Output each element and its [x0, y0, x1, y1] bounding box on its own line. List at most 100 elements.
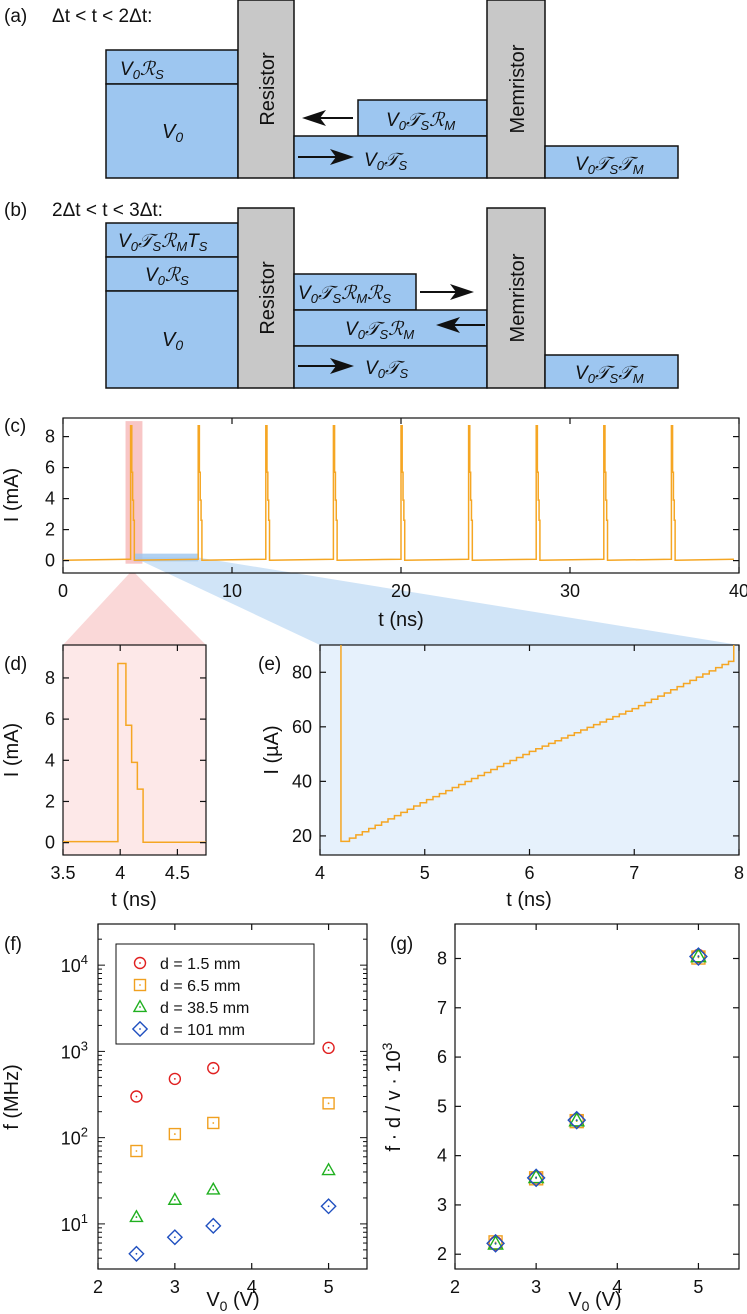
y-tick-label: 8 [45, 427, 55, 447]
block-b-v0tsrmrs-label: V0𝒯SℛMℛS [298, 283, 391, 306]
data-point [166, 1229, 183, 1246]
block-a-v0tstm [544, 145, 679, 179]
x-tick-label: 5 [324, 1277, 334, 1297]
arrow-right-icon [420, 284, 474, 300]
data-point [167, 1192, 183, 1205]
chart-f-legend: d = 1.5 mmd = 6.5 mmd = 38.5 mmd = 101 m… [115, 943, 315, 1045]
y-tick-label: 2 [45, 791, 55, 811]
block-b-v0tstm [544, 354, 679, 389]
chart-g-ylabel: f · d / v · 103 [379, 1042, 405, 1151]
chart-f-ylabel: f (MHz) [1, 1064, 23, 1130]
panel-a-label: (a) [4, 6, 27, 27]
x-tick-label: 5 [420, 863, 430, 883]
memristor-b-label: Memristor [507, 253, 529, 342]
zoom-region-blue [133, 557, 740, 645]
x-tick-label: 4 [247, 1277, 257, 1297]
legend-marker [132, 999, 148, 1013]
y-tick-label: 7 [437, 998, 447, 1018]
x-tick-label: 4 [115, 863, 125, 883]
legend-label: d = 1.5 mm [160, 956, 240, 973]
panel-b-condition: 2Δt < t < 3Δt: [52, 200, 163, 221]
x-tick-label: 7 [629, 863, 639, 883]
chart-d-xlabel: t (ns) [111, 889, 157, 911]
panel-b: (b) 2Δt < t < 3Δt: Resistor Memristor V0… [4, 200, 679, 389]
y-tick-label: 0 [45, 833, 55, 853]
y-tick-label: 2 [437, 1244, 447, 1264]
y-tick-label: 4 [45, 750, 55, 770]
legend-label: d = 38.5 mm [160, 1000, 249, 1017]
data-point [688, 947, 708, 966]
arrow-left-icon [436, 317, 485, 333]
y-tick-label: 6 [437, 1047, 447, 1067]
x-tick-label: 3 [170, 1277, 180, 1297]
y-tick-label: 5 [437, 1096, 447, 1116]
memristor-b [486, 207, 546, 389]
block-b-v0tsrmrs [293, 273, 417, 311]
legend-marker [133, 978, 147, 992]
data-point [207, 1116, 220, 1130]
data-point [168, 1127, 182, 1141]
chart-c-xlabel: t (ns) [378, 609, 424, 631]
ramp-trace [340, 645, 735, 843]
data-point [130, 1144, 143, 1158]
y-tick-label: 60 [292, 717, 312, 737]
chart-g-xlabel: V0 (V) [568, 1289, 621, 1314]
data-point [205, 1217, 222, 1234]
block-a-v0tsrm-label: V0𝒯SℛM [386, 110, 455, 133]
current-trace [62, 425, 734, 562]
x-tick-label: 6 [524, 863, 534, 883]
data-point [320, 1198, 337, 1215]
x-tick-label: 30 [560, 581, 580, 601]
data-point [168, 1072, 182, 1086]
data-point [486, 1233, 506, 1253]
y-tick-label: 80 [292, 662, 312, 682]
highlight-red [125, 421, 143, 564]
arrow-right-icon [298, 149, 354, 165]
arrow-right-icon [298, 358, 354, 374]
panel-a-condition: Δt < t < 2Δt: [52, 6, 152, 27]
x-tick-label: 4.5 [165, 863, 190, 883]
x-tick-label: 2 [450, 1277, 460, 1297]
y-tick-label: 20 [292, 826, 312, 846]
x-tick-label: 8 [734, 863, 744, 883]
y-tick-label: 3 [437, 1195, 447, 1215]
chart-d-ylabel: I (mA) [1, 723, 23, 777]
y-tick-label: 2 [45, 520, 55, 540]
legend-label: d = 101 mm [160, 1022, 245, 1039]
data-point [322, 1041, 335, 1055]
y-tick-label: 103 [61, 1038, 88, 1062]
chart-e-ylabel: I (µA) [261, 725, 283, 774]
y-tick-label: 6 [45, 709, 55, 729]
chart-g-points [486, 947, 708, 1253]
y-tick-label: 8 [45, 668, 55, 688]
block-b-v0 [105, 290, 239, 389]
chart-d-background [63, 645, 206, 855]
y-tick-label: 0 [45, 551, 55, 571]
block-a-v0rs-label: V0ℛS [120, 59, 164, 82]
y-tick-label: 40 [292, 771, 312, 791]
x-tick-label: 5 [693, 1277, 703, 1297]
panel-f-label: (f) [4, 934, 22, 955]
chart-g-frame [454, 923, 740, 1270]
x-tick-label: 3 [531, 1277, 541, 1297]
x-tick-label: 0 [58, 581, 68, 601]
panel-b-label: (b) [4, 200, 27, 221]
block-a-v0rs [105, 49, 239, 85]
y-tick-label: 8 [437, 949, 447, 969]
data-point [567, 1110, 587, 1130]
y-tick-label: 104 [61, 952, 88, 976]
x-tick-label: 2 [93, 1277, 103, 1297]
data-point [207, 1061, 220, 1075]
y-tick-label: 4 [437, 1146, 447, 1166]
y-tick-label: 101 [61, 1211, 88, 1235]
highlight-blue [133, 553, 199, 562]
